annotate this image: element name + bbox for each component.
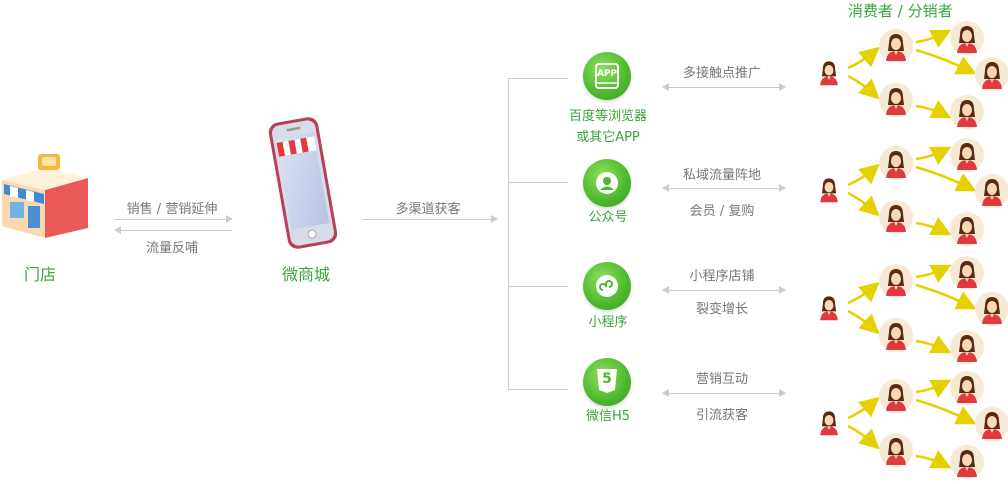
channel-3-arrowhead-right [779, 286, 786, 294]
consumer-level2-2-1 [879, 146, 913, 180]
mini-program-icon [595, 274, 619, 298]
consumer-level2-4-1 [879, 379, 913, 413]
consumer-root-4 [814, 407, 844, 437]
channel-2-arrow [668, 188, 780, 189]
store-mall-bottom-text: 流量反哺 [145, 241, 198, 256]
consumer-level2-3-2 [879, 318, 913, 352]
arrow-root-to-l2-bottom-2 [847, 191, 880, 217]
arrow-l2-to-l3-bottom-3 [915, 335, 952, 354]
person-account-icon [595, 171, 619, 195]
arrow-l2-to-l3-bottom-2 [915, 217, 952, 236]
consumer-level3-3-3 [950, 330, 984, 364]
arrow-l2-to-l3-bottom-1 [915, 100, 952, 119]
channel-mini-program-label: 小程序 [588, 315, 628, 330]
channel-app-circle [583, 52, 631, 100]
mall-to-channels-arrowhead [491, 215, 498, 223]
consumer-level2-4-2 [879, 433, 913, 467]
channel-4-arrowhead-right [779, 389, 786, 397]
arrow-l2-to-l3-mid-2 [915, 165, 977, 192]
consumer-level3-3-1 [950, 256, 984, 290]
multi-channel-text: 多渠道获客 [395, 202, 461, 217]
consumer-level3-4-1 [950, 371, 984, 405]
consumer-root-3 [814, 292, 844, 322]
arrow-root-to-l2-bottom-4 [847, 424, 880, 450]
arrow-l2-to-l3-top-4 [915, 379, 952, 398]
channel-4-arrowhead-left [662, 389, 669, 397]
channel-2-arrowhead-left [662, 184, 669, 192]
consumer-level3-4-3 [950, 445, 984, 479]
mall-to-store-arrowhead [114, 226, 121, 234]
consumer-level3-1-3 [950, 95, 984, 129]
arrow-l2-to-l3-mid-3 [915, 283, 977, 310]
channel-2-top-text: 私域流量阵地 [682, 168, 761, 183]
consumer-level3-2-1 [950, 138, 984, 172]
channel-bracket-3 [508, 286, 568, 287]
channel-official-account-label: 公众号 [588, 210, 628, 225]
html5-icon [596, 368, 618, 394]
channel-bracket-vertical [508, 78, 509, 389]
channel-bracket-2 [508, 182, 568, 183]
arrow-root-to-l2-top-3 [847, 281, 880, 305]
arrow-l2-to-l3-bottom-4 [915, 450, 952, 469]
channel-3-arrowhead-left [662, 286, 669, 294]
channel-1-arrow [668, 87, 780, 88]
mall-to-channels-arrow [362, 219, 492, 220]
store-mall-top-text: 销售 / 营销延伸 [126, 202, 218, 217]
channel-app-label-line2: 或其它APP [576, 130, 640, 145]
consumer-distributor-title: 消费者 / 分销者 [848, 2, 953, 20]
consumer-level3-2-2 [975, 174, 1008, 208]
html5-icon-text: 5 [602, 371, 612, 387]
arrow-l2-to-l3-top-3 [915, 264, 952, 283]
mall-to-store-arrow [120, 230, 232, 231]
channel-1-arrowhead-left [662, 83, 669, 91]
channel-3-top-text: 小程序店铺 [689, 269, 755, 284]
channel-bracket-4 [508, 389, 568, 390]
channel-2-bottom-text: 会员 / 复购 [689, 204, 755, 219]
store-illustration [0, 150, 90, 240]
consumer-root-1 [814, 57, 844, 87]
arrow-root-to-l2-bottom-1 [847, 74, 880, 100]
channel-3-arrow [668, 290, 780, 291]
consumer-level2-1-2 [879, 83, 913, 117]
channel-4-top-text: 营销互动 [695, 372, 748, 387]
consumer-level3-2-3 [950, 212, 984, 246]
channel-1-arrowhead-right [779, 83, 786, 91]
store-label: 门店 [24, 265, 57, 284]
channel-bracket-1 [508, 78, 568, 79]
arrow-l2-to-l3-top-2 [915, 146, 952, 165]
consumer-level3-1-1 [950, 21, 984, 55]
store-to-mall-arrow [115, 219, 227, 220]
arrow-l2-to-l3-mid-1 [915, 48, 977, 75]
phone-illustration [268, 113, 338, 253]
app-icon [595, 63, 619, 89]
smartphone-icon [268, 117, 338, 249]
channel-4-bottom-text: 引流获客 [695, 408, 748, 423]
arrow-root-to-l2-bottom-3 [847, 309, 880, 335]
consumer-level3-1-2 [975, 57, 1008, 91]
channel-4-arrow [668, 393, 780, 394]
arrow-root-to-l2-top-1 [847, 46, 880, 70]
arrow-root-to-l2-top-4 [847, 396, 880, 420]
consumer-level3-4-2 [975, 407, 1008, 441]
store-to-mall-arrowhead [226, 215, 233, 223]
consumer-level2-1-1 [879, 29, 913, 63]
consumer-level2-2-2 [879, 200, 913, 234]
app-icon-text: APP [597, 69, 618, 79]
channel-app-label-line1: 百度等浏览器 [568, 109, 647, 124]
micro-mall-label: 微商城 [282, 265, 331, 284]
store-icon [2, 154, 88, 238]
channel-2-arrowhead-right [779, 184, 786, 192]
arrow-l2-to-l3-top-1 [915, 29, 952, 48]
channel-1-top-text: 多接触点推广 [682, 66, 761, 81]
channel-3-bottom-text: 裂变增长 [695, 302, 748, 317]
arrow-l2-to-l3-mid-4 [915, 398, 977, 425]
consumer-root-2 [814, 174, 844, 204]
channel-h5-label: 微信H5 [585, 409, 631, 424]
consumer-level3-3-2 [975, 292, 1008, 326]
consumer-level2-3-1 [879, 264, 913, 298]
arrow-root-to-l2-top-2 [847, 163, 880, 187]
